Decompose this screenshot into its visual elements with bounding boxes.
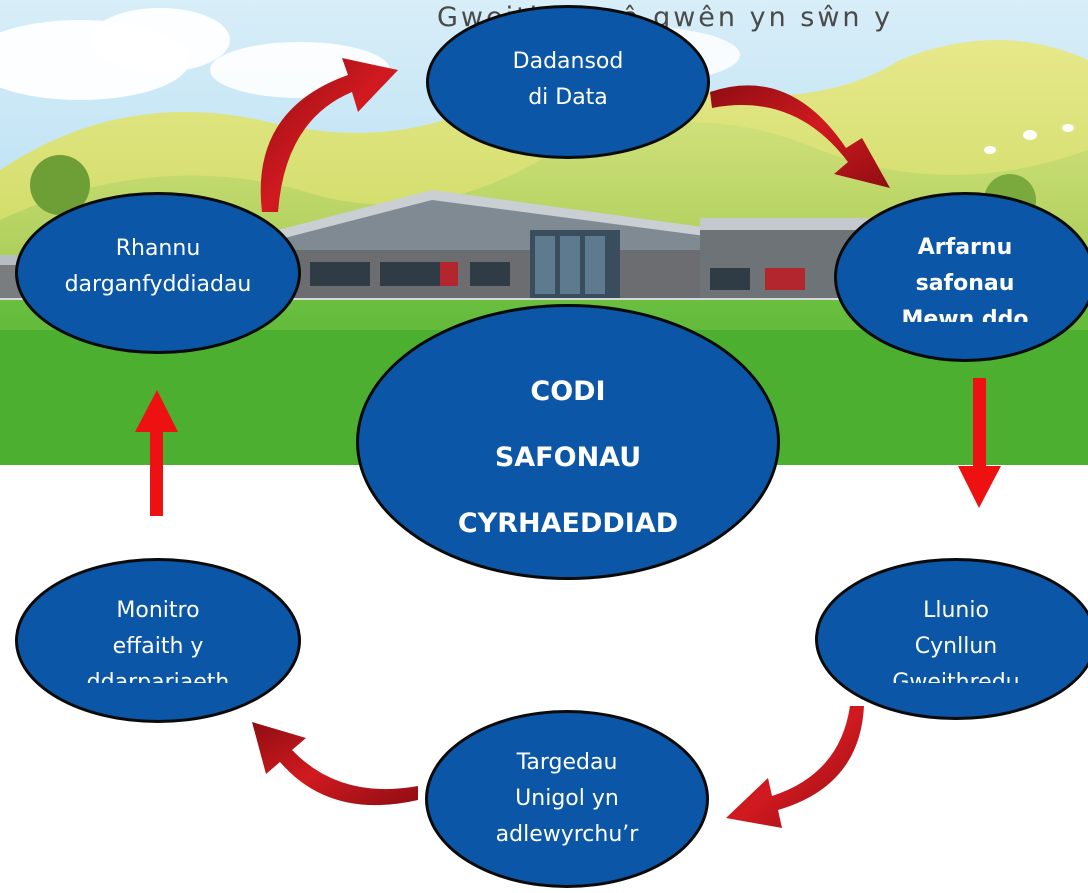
arrow-targets-to-monitor <box>252 722 418 806</box>
node-create-plan: Llunio Cynllun Gweithredu <box>815 558 1088 720</box>
node-create-plan-line-3: Gweithredu <box>892 670 1020 683</box>
node-evaluate-standards-line-3: Mewn ddo <box>901 307 1029 322</box>
node-evaluate-standards-line-1: Arfarnu <box>917 235 1013 260</box>
node-create-plan-line-2: Cynllun <box>914 634 998 659</box>
node-data-analysis-line-2: di Data <box>528 85 608 110</box>
arrow-plan-to-targets <box>726 706 864 828</box>
node-share-findings-line-2: darganfyddiadau <box>64 272 252 297</box>
node-share-findings: Rhannu darganfyddiadau <box>15 192 301 354</box>
node-share-findings-line-1: Rhannu <box>115 236 201 261</box>
node-individual-targets-line-2: Unigol yn <box>515 786 619 811</box>
node-monitor-impact-line-3: ddarpariaeth <box>86 670 230 683</box>
node-data-analysis: Dadansod di Data <box>426 5 710 159</box>
arrow-data-to-evaluate <box>710 85 890 188</box>
center-line-1: CODI <box>530 376 606 407</box>
node-individual-targets-line-3: adlewyrchu’r <box>495 822 639 847</box>
node-individual-targets-line-1: Targedau <box>516 750 618 775</box>
node-individual-targets: Targedau Unigol yn adlewyrchu’r <box>425 710 709 888</box>
arrow-share-to-data <box>260 58 398 212</box>
node-monitor-impact-line-2: effaith y <box>112 634 204 659</box>
node-evaluate-standards: Arfarnu safonau Mewn ddo <box>834 192 1088 362</box>
center-line-3: CYRHAEDDIAD <box>457 508 679 539</box>
node-create-plan-line-1: Llunio <box>923 598 989 623</box>
arrow-monitor-to-share <box>135 390 178 516</box>
node-evaluate-standards-line-2: safonau <box>915 271 1015 296</box>
arrow-evaluate-to-plan <box>958 378 1001 508</box>
node-raise-standards: CODI SAFONAU CYRHAEDDIAD <box>356 304 780 580</box>
center-line-2: SAFONAU <box>494 442 642 473</box>
node-data-analysis-line-1: Dadansod <box>512 49 624 74</box>
node-monitor-impact: Monitro effaith y ddarpariaeth <box>15 558 301 723</box>
node-monitor-impact-line-1: Monitro <box>116 598 200 623</box>
